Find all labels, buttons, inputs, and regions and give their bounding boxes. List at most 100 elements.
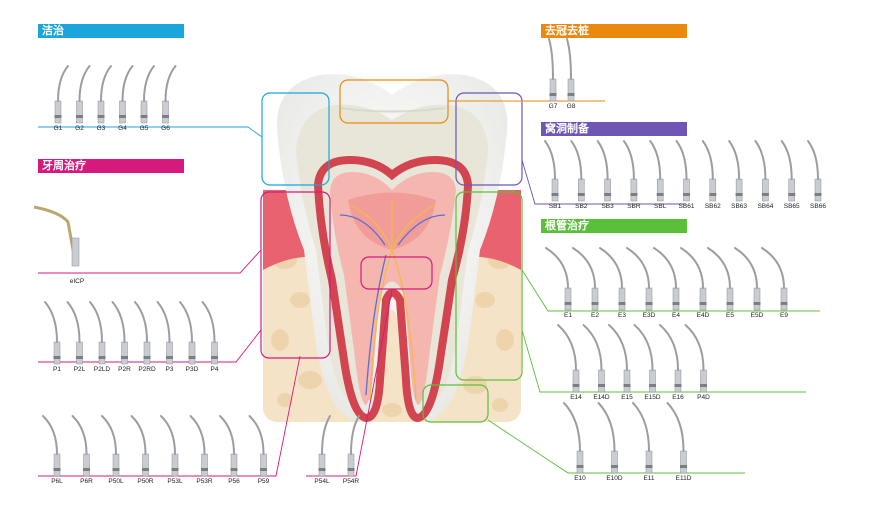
tip-label-p50l: P50L (108, 478, 124, 485)
tip-label-sb2: SB2 (575, 203, 588, 210)
tip-label-e3d: E3D (643, 312, 656, 319)
header-crown-label: 去冠去桩 (545, 24, 589, 37)
tip-g5 (140, 65, 155, 124)
tip-label-sb63: SB63 (731, 203, 747, 210)
tip-label-p54r: P54R (343, 478, 360, 485)
tip-label-e5d: E5D (751, 312, 764, 319)
tip-label-sb64: SB64 (757, 203, 773, 210)
tip-sb63 (728, 140, 743, 202)
tip-eicp (33, 205, 80, 267)
tip-label-sb66: SB66 (810, 203, 826, 210)
tip-p54l (318, 415, 331, 477)
tip-g1 (54, 65, 69, 124)
tip-e3 (599, 247, 626, 311)
tip-label-e15d: E15D (644, 394, 661, 401)
tip-p53r (189, 415, 208, 477)
tip-label-sb61: SB61 (679, 203, 695, 210)
header-clean: 洁治 (38, 24, 184, 38)
tip-label-sb3: SB3 (601, 203, 614, 210)
tip-label-sb62: SB62 (705, 203, 721, 210)
tip-e14d (582, 324, 605, 393)
tip-p50l (101, 415, 120, 477)
tip-e3d (626, 247, 653, 311)
header-cavity: 窝洞制备 (541, 122, 687, 136)
zone-box-pulp (360, 256, 433, 290)
tip-e11 (632, 402, 653, 474)
header-endo: 根管治疗 (541, 219, 687, 233)
tip-e2 (572, 247, 599, 311)
tip-e14 (557, 324, 580, 393)
tip-label-e16: E16 (672, 394, 684, 401)
tip-label-e9: E9 (780, 312, 788, 319)
tip-p50r (130, 415, 149, 477)
tip-e5 (707, 247, 734, 311)
tip-p6r (71, 415, 90, 477)
tip-e4d (680, 247, 707, 311)
tip-label-p53l: P53L (167, 478, 183, 485)
tip-e5d (734, 247, 761, 311)
tip-label-e3: E3 (618, 312, 626, 319)
tip-g4 (119, 65, 134, 124)
tip-label-e11d: E11D (676, 475, 692, 482)
tip-sb61 (675, 140, 690, 202)
header-cavity-label: 窝洞制备 (545, 122, 589, 135)
tip-g3 (97, 65, 112, 124)
bone-texture (271, 251, 514, 417)
tip-label-e4: E4 (672, 312, 680, 319)
tip-label-e10d: E10D (606, 475, 623, 482)
tip-label-e5: E5 (726, 312, 734, 319)
tip-label-g6: G6 (161, 125, 170, 132)
tip-p1 (44, 301, 61, 365)
tip-sb1 (544, 140, 559, 202)
tip-sb2 (570, 140, 585, 202)
tip-g6 (162, 65, 177, 124)
nerves (339, 200, 446, 401)
header-perio: 牙周治疗 (38, 159, 184, 173)
tip-label-p6l: P6L (51, 478, 63, 485)
zone-box-perio (260, 191, 331, 359)
tip-label-p2r: P2R (118, 366, 131, 373)
tip-label-eicp: eICP (70, 278, 84, 285)
tip-label-sb1: SB1 (549, 203, 562, 210)
tip-label-g1: G1 (54, 125, 63, 132)
tip-sb65 (780, 140, 796, 202)
tip-label-g4: G4 (118, 125, 127, 132)
crown-groove (339, 107, 446, 113)
tip-label-g8: G8 (567, 103, 576, 110)
tip-p6l (42, 415, 61, 477)
root-outline (313, 155, 473, 423)
tip-label-sbl: SBL (654, 203, 667, 210)
tip-p53l (160, 415, 179, 477)
tip-label-sb65: SB65 (784, 203, 800, 210)
header-perio-label: 牙周治疗 (42, 159, 86, 172)
tip-label-p59: P59 (258, 478, 270, 485)
tip-label-sbr: SBR (627, 203, 641, 210)
tip-label-e2: E2 (591, 312, 599, 319)
tip-e15d (633, 324, 656, 393)
tip-label-p56: P56 (228, 478, 240, 485)
tip-p54r (347, 415, 360, 477)
tip-p4d (684, 324, 707, 393)
zone-box-clean (261, 92, 330, 186)
tip-e11d (666, 402, 687, 474)
tip-g7 (548, 38, 557, 102)
tip-p2r (111, 301, 128, 365)
tip-label-e4d: E4D (697, 312, 710, 319)
header-clean-label: 洁治 (42, 24, 64, 37)
tip-label-p6r: P6R (80, 478, 93, 485)
instrument-tips (33, 38, 822, 477)
tip-label-p54l: P54L (314, 478, 330, 485)
tip-label-g7: G7 (549, 103, 558, 110)
tip-label-e1: E1 (564, 312, 572, 319)
tip-p59 (248, 415, 267, 477)
tip-label-e14d: E14D (593, 394, 610, 401)
zone-box-crown (339, 79, 449, 124)
tip-e9 (761, 247, 788, 311)
tip-e4 (653, 247, 680, 311)
tip-label-p4: P4 (211, 366, 219, 373)
zone-box-endo-upper (455, 191, 523, 381)
tip-sb3 (596, 140, 612, 202)
tip-label-g2: G2 (75, 125, 84, 132)
tip-label-p50r: P50R (137, 478, 154, 485)
